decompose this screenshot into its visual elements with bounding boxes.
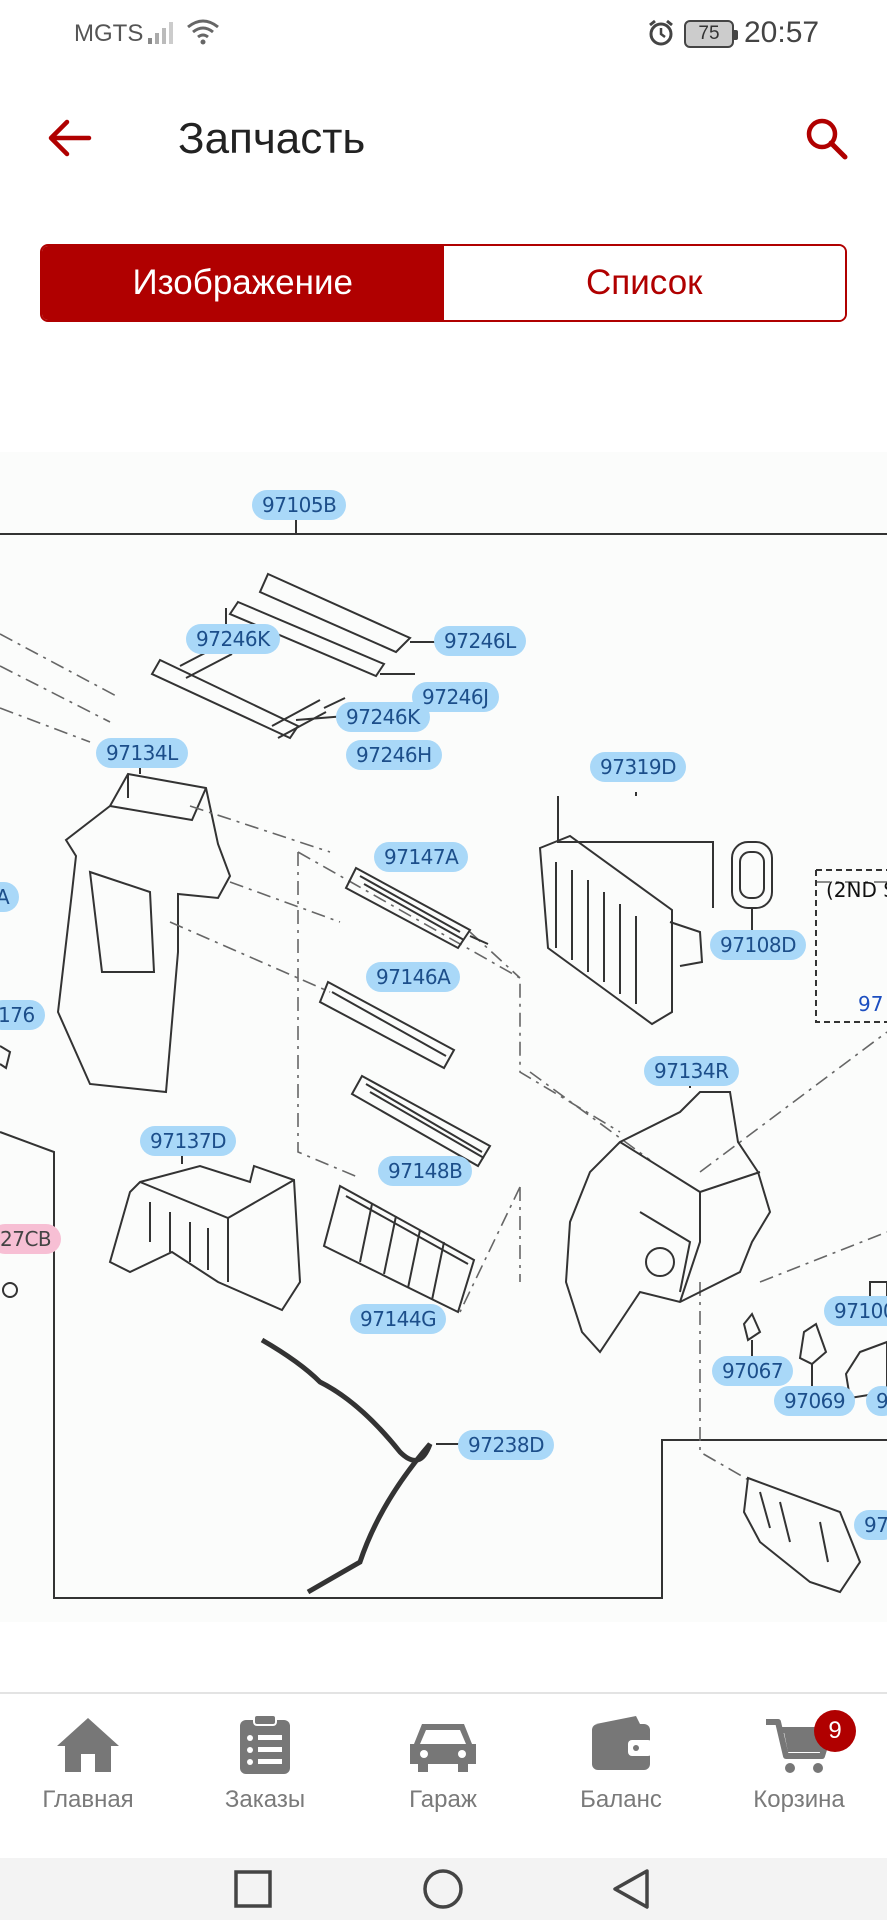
cart-badge: 9 xyxy=(814,1710,856,1752)
callout-97246K-b[interactable]: 97246K xyxy=(336,702,430,732)
nav-home-label: Главная xyxy=(42,1786,134,1813)
home-icon xyxy=(57,1718,119,1772)
callout-97246L[interactable]: 97246L xyxy=(434,626,526,656)
home-system-button[interactable] xyxy=(418,1866,468,1912)
bottom-navigation: Главная Заказы Гараж Баланс xyxy=(0,1692,887,1858)
callout-176[interactable]: 176 xyxy=(0,1000,45,1030)
back-button[interactable] xyxy=(40,108,100,168)
callout-97148B[interactable]: 97148B xyxy=(378,1156,473,1186)
wallet-icon xyxy=(592,1716,652,1770)
orders-icon xyxy=(240,1714,290,1774)
callout-97144G[interactable]: 97144G xyxy=(350,1304,447,1334)
callout-97147A[interactable]: 97147A xyxy=(374,842,469,872)
nav-garage[interactable]: Гараж xyxy=(368,1714,518,1834)
nav-orders-label: Заказы xyxy=(224,1786,306,1813)
nav-garage-label: Гараж xyxy=(409,1786,477,1813)
nav-cart[interactable]: Корзина 9 xyxy=(724,1710,874,1834)
callout-97319D[interactable]: 97319D xyxy=(590,752,687,782)
callout-97069[interactable]: 97069 xyxy=(774,1386,856,1416)
signal-icon xyxy=(148,20,178,51)
triangle-back-icon xyxy=(613,1869,649,1909)
view-mode-toggle: Изображение Список xyxy=(40,244,847,322)
callout-97246J[interactable]: 97246J xyxy=(412,682,499,712)
callout-97146A[interactable]: 97146A xyxy=(366,962,461,992)
recents-button[interactable] xyxy=(228,1866,278,1912)
callout-97246H[interactable]: 97246H xyxy=(346,740,442,770)
callout-97067[interactable]: 97067 xyxy=(712,1356,794,1386)
app-header: Запчасть xyxy=(0,90,887,190)
search-button[interactable] xyxy=(796,108,856,168)
callout-97134L[interactable]: 97134L xyxy=(96,738,188,768)
search-icon xyxy=(806,118,848,160)
callout-97105B[interactable]: 97105B xyxy=(252,490,347,520)
diagram-drawing xyxy=(0,518,887,1599)
wifi-icon xyxy=(186,18,220,51)
clock: 20:57 xyxy=(744,16,820,49)
callout-27CB[interactable]: 27CB xyxy=(0,1224,62,1254)
system-navigation-bar xyxy=(0,1858,887,1920)
callout-97-right[interactable]: 97 xyxy=(854,1510,887,1540)
back-system-button[interactable] xyxy=(606,1866,656,1912)
callout-A[interactable]: A xyxy=(0,882,20,912)
tab-list[interactable]: Список xyxy=(443,246,845,320)
callout-97238D[interactable]: 97238D xyxy=(458,1430,555,1460)
battery-icon: 75 xyxy=(684,20,738,48)
tab-image[interactable]: Изображение xyxy=(42,246,444,320)
nav-balance[interactable]: Баланс xyxy=(546,1714,696,1834)
callout-97108D[interactable]: 97108D xyxy=(710,930,807,960)
note-2nd: (2ND S xyxy=(826,878,887,902)
carrier-label: MGTS xyxy=(74,20,144,47)
battery-level: 75 xyxy=(698,23,720,44)
parts-diagram[interactable]: 97105B 97246K 97246L 97246J 97246K 97246… xyxy=(0,452,887,1622)
nav-home[interactable]: Главная xyxy=(13,1714,163,1834)
nav-orders[interactable]: Заказы xyxy=(190,1714,340,1834)
callout-97134R[interactable]: 97134R xyxy=(644,1056,739,1086)
nav-cart-label: Корзина xyxy=(753,1786,845,1813)
arrow-left-icon xyxy=(48,119,92,157)
page-title: Запчасть xyxy=(178,114,366,163)
callout-97100[interactable]: 97100 xyxy=(824,1296,887,1326)
nav-balance-label: Баланс xyxy=(580,1786,662,1813)
alarm-icon xyxy=(646,18,676,53)
callout-9-right[interactable]: 9 xyxy=(866,1386,887,1416)
callout-97137D[interactable]: 97137D xyxy=(140,1126,237,1156)
square-icon xyxy=(234,1870,272,1908)
status-bar: MGTS 75 20:57 xyxy=(0,0,887,70)
note-97: 97 xyxy=(858,992,884,1016)
callout-97246K-a[interactable]: 97246K xyxy=(186,624,280,654)
circle-icon xyxy=(423,1869,463,1909)
car-icon xyxy=(410,1724,476,1772)
